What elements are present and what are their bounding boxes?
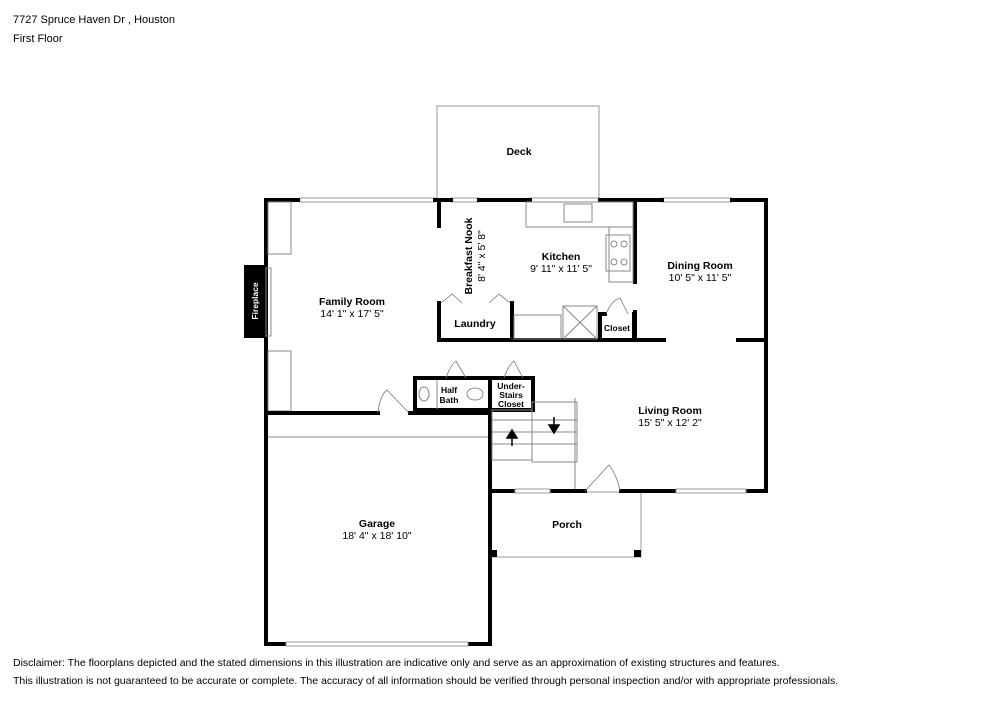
floor-label: First Floor <box>13 33 63 45</box>
family-room-label: Family Room <box>319 296 385 308</box>
dining-room-dims: 10' 5" x 11' 5" <box>669 272 732 284</box>
kitchen-label: Kitchen <box>542 251 581 263</box>
garage-dims: 18' 4" x 18' 10" <box>342 530 412 542</box>
breakfast-nook-dims: 8' 4" x 5' 8" <box>476 230 488 282</box>
window <box>529 197 601 203</box>
window <box>450 197 480 203</box>
living-room-label: Living Room <box>638 405 702 417</box>
under-stairs-label-3: Closet <box>498 399 524 409</box>
breakfast-nook-label: Breakfast Nook <box>463 217 475 294</box>
closet-label: Closet <box>604 323 630 333</box>
property-address: 7727 Spruce Haven Dr , Houston <box>13 14 176 26</box>
kitchen-dims: 9' 11" x 11' 5" <box>530 263 592 275</box>
window <box>299 197 436 203</box>
porch-post <box>490 550 497 557</box>
family-room-dims: 14' 1" x 17' 5" <box>320 308 384 320</box>
under-stairs-label-1: Under- <box>497 381 525 391</box>
half-bath-label-1: Half <box>441 385 457 395</box>
under-stairs-label-2: Stairs <box>499 390 523 400</box>
porch-post <box>634 550 641 557</box>
laundry-label: Laundry <box>454 318 496 330</box>
staircase <box>491 398 578 491</box>
disclaimer-line-2: This illustration is not guaranteed to b… <box>13 675 839 687</box>
dining-room-label: Dining Room <box>667 260 732 272</box>
window <box>661 197 733 203</box>
half-bath-label-2: Bath <box>440 395 459 405</box>
disclaimer-line-1: Disclaimer: The floorplans depicted and … <box>13 657 780 669</box>
living-room-dims: 15' 5" x 12' 2" <box>638 417 702 429</box>
fireplace-label: Fireplace <box>250 282 260 320</box>
garage-label: Garage <box>359 518 395 530</box>
porch-label: Porch <box>552 519 582 531</box>
deck-outline <box>436 105 600 200</box>
fireplace <box>244 265 266 338</box>
deck-label: Deck <box>506 146 531 158</box>
porch-outline <box>489 491 642 558</box>
